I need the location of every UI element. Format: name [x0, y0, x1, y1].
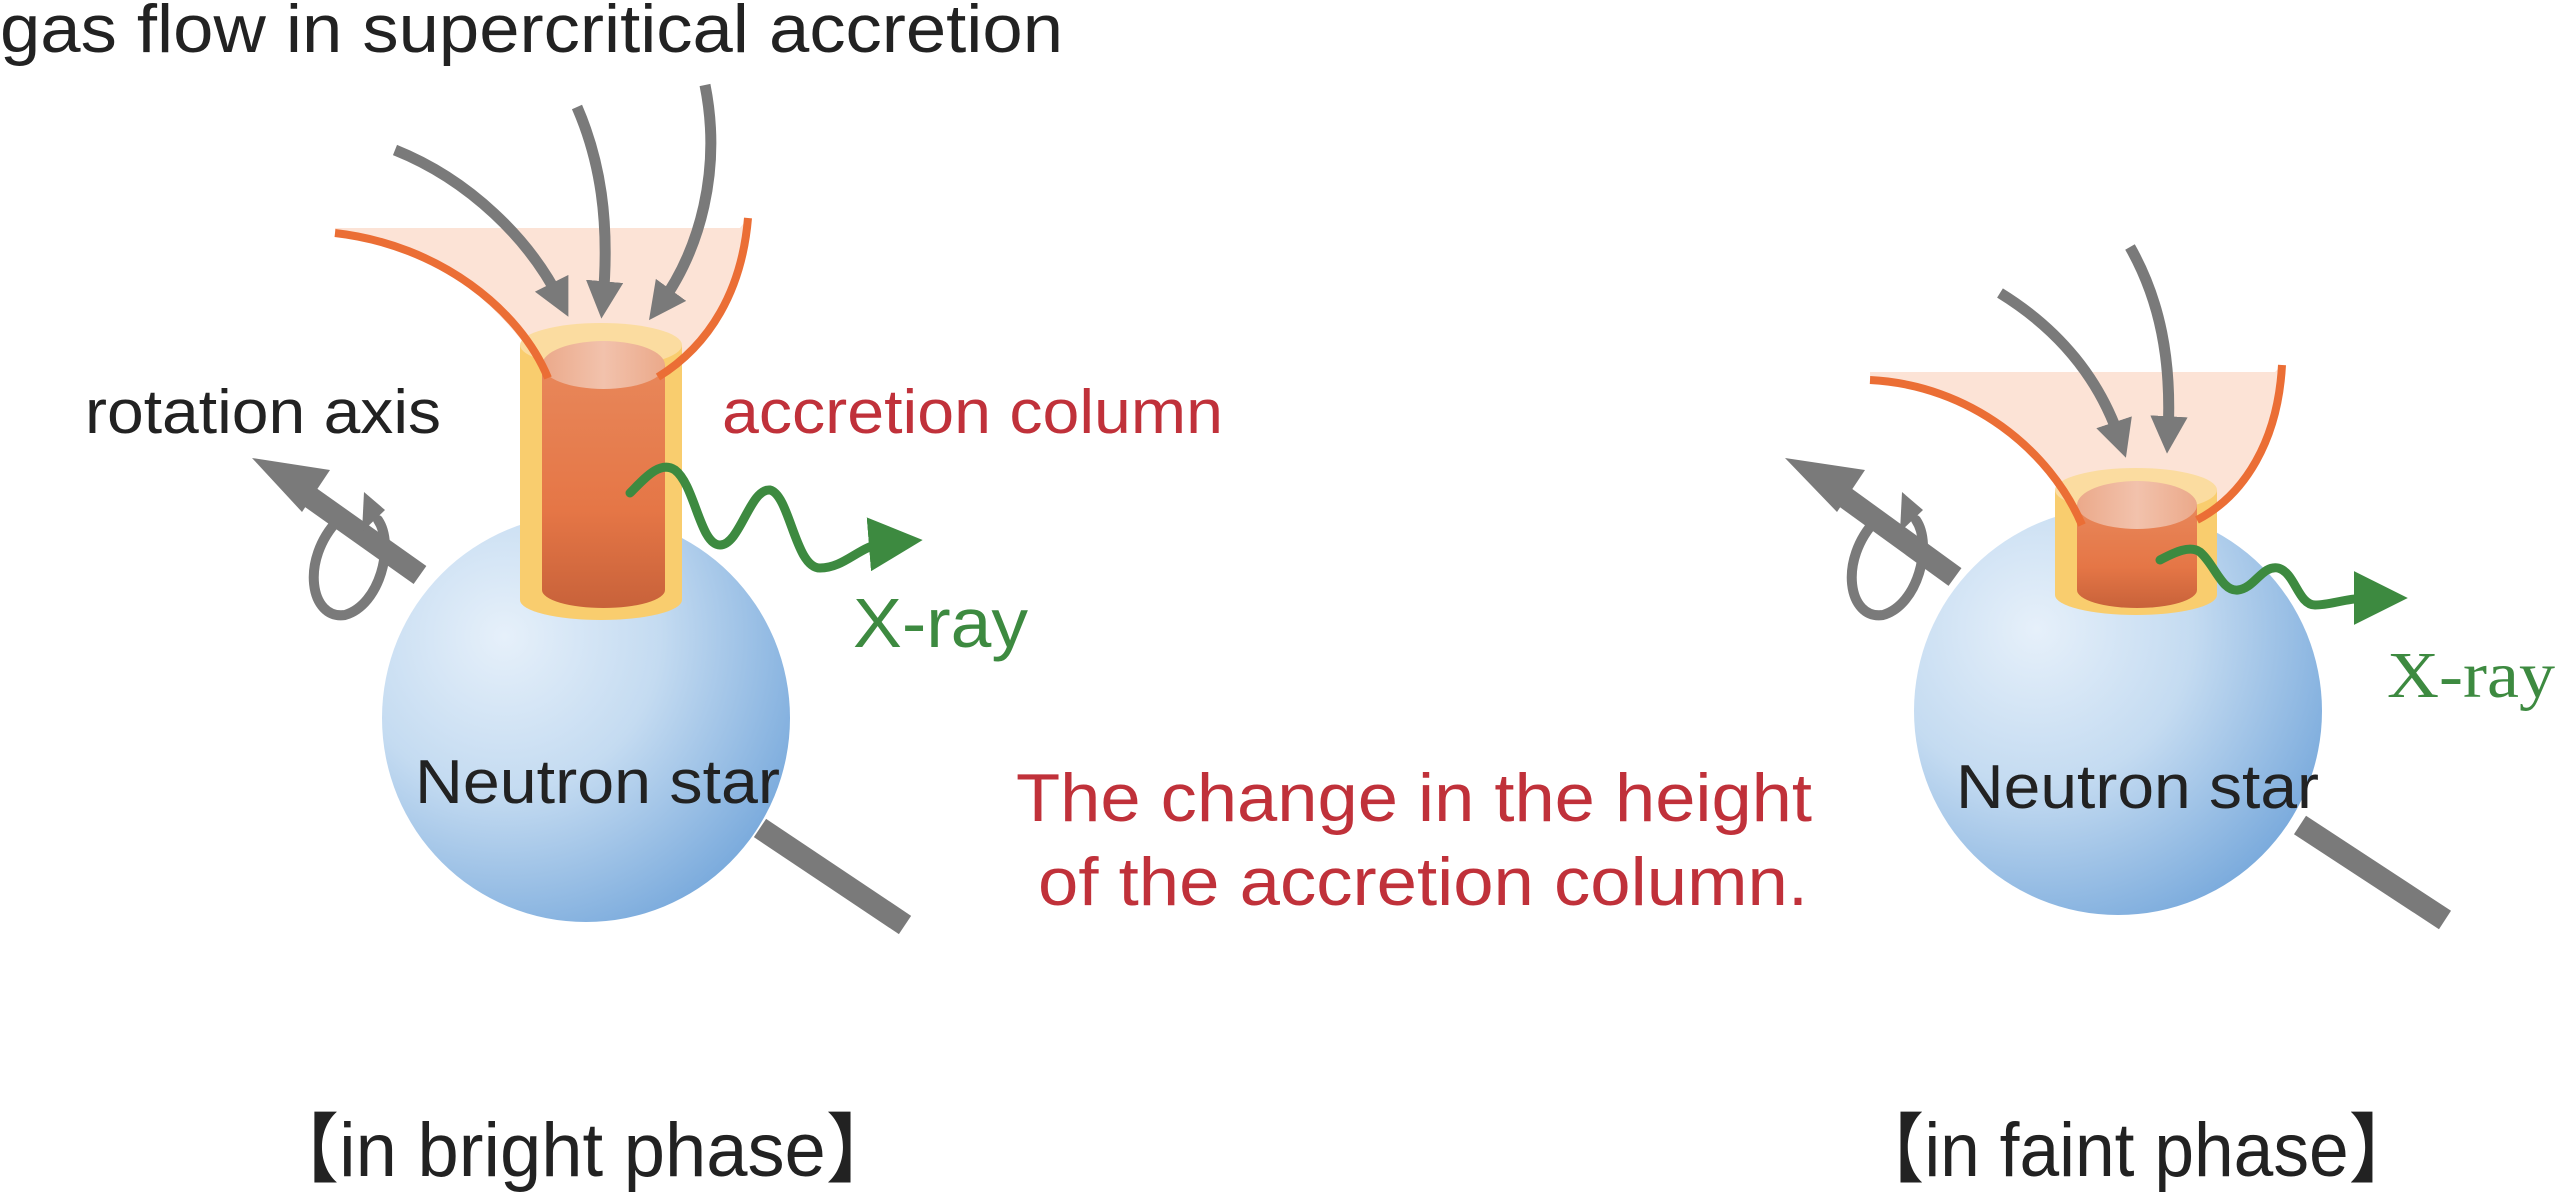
faint-phase-label: 【in faint phase】 — [1853, 1108, 2420, 1193]
diagram-title: gas flow in supercritical accretion — [0, 0, 1063, 67]
neutron-star-label-faint: Neutron star — [1956, 753, 2319, 822]
neutron-star-sphere — [1914, 507, 2322, 915]
funnel-edge-left — [1869, 376, 2086, 527]
xray-wave-icon — [625, 462, 923, 573]
neutron-star-label-bright: Neutron star — [415, 748, 780, 817]
accretion-column — [2055, 468, 2217, 615]
neutron-star-sphere — [382, 514, 790, 922]
bright-phase-figure — [252, 83, 923, 935]
xray-label-faint: X-ray — [2387, 639, 2555, 712]
rotation-direction-icon — [308, 515, 390, 621]
faint-phase-figure — [1785, 244, 2452, 930]
gas-flow-arrow-icon — [2125, 244, 2188, 454]
gas-flow-arrows — [1997, 244, 2188, 458]
center-caption-line2: of the accretion column. — [1038, 844, 1808, 920]
gas-flow-arrow-icon — [649, 83, 717, 321]
rotation-axis-label: rotation axis — [85, 378, 441, 447]
xray-wave-icon — [2155, 544, 2408, 626]
funnel-edge-right — [2195, 364, 2286, 524]
bright-phase-label: 【in bright phase】 — [265, 1108, 900, 1193]
gas-flow-arrow-icon — [392, 144, 569, 317]
rotation-axis-lower — [753, 818, 912, 935]
funnel-edge-left — [334, 229, 552, 380]
rotation-direection-icon — [1846, 515, 1928, 621]
gas-flow-arrow-icon — [571, 104, 624, 319]
accretion-column — [520, 323, 682, 620]
gas-flow-arrow-icon — [1997, 288, 2132, 458]
gas-flow-arrows — [392, 83, 717, 321]
xray-label-bright: X-ray — [853, 584, 1028, 662]
rotation-axis-arrow-icon — [252, 458, 427, 621]
accretion-column-label: accretion column — [722, 378, 1223, 447]
rotation-axis-lower — [2293, 815, 2452, 930]
center-caption-line1: The change in the height — [1016, 760, 1812, 836]
funnel-edge-right — [655, 217, 752, 381]
rotation-axis-arrow-icon — [1785, 458, 1962, 621]
